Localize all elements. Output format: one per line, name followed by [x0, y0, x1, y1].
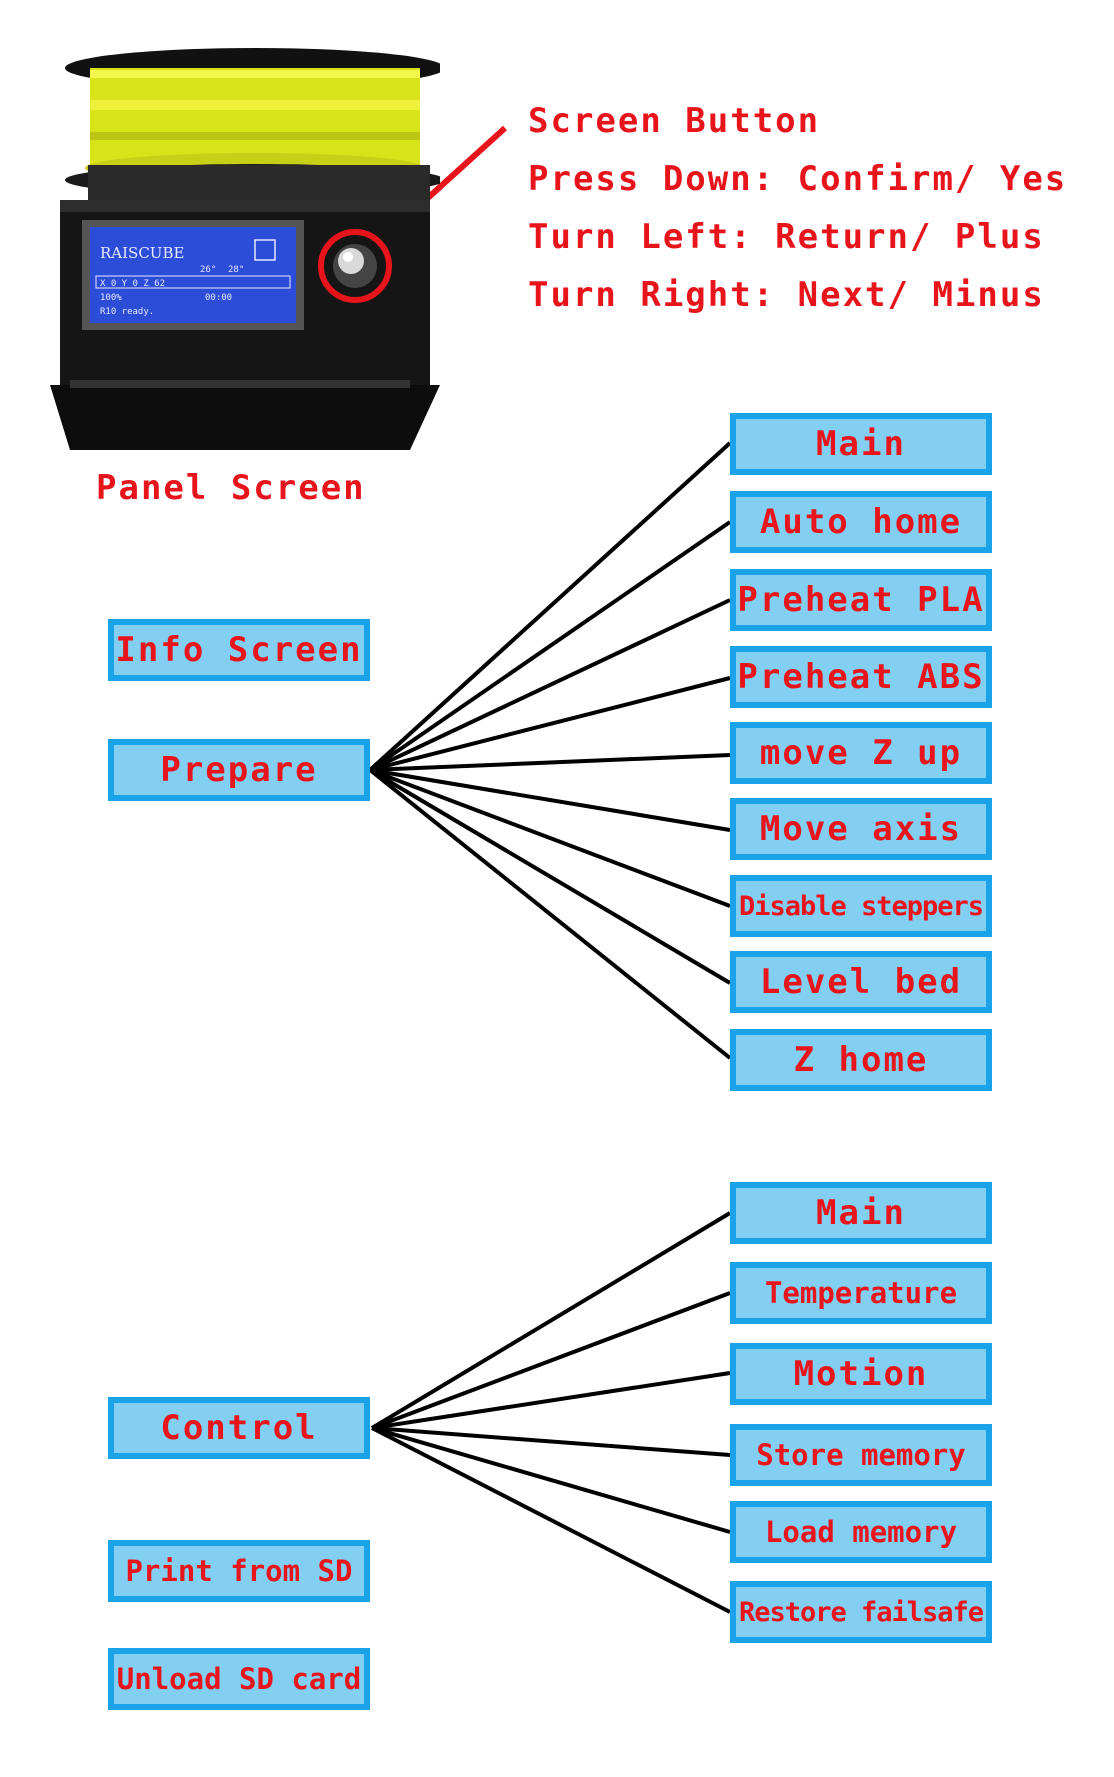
prepare-item-label: Move axis — [759, 809, 963, 849]
prepare-item: Disable steppers — [730, 875, 992, 937]
prepare-item-label: Auto home — [759, 502, 963, 542]
lcd-speed: 100% — [100, 293, 122, 303]
prepare-item: Z home — [730, 1029, 992, 1091]
red-circle — [318, 229, 392, 303]
prepare-item-label: Level bed — [759, 962, 963, 1002]
prepare-item: Move axis — [730, 798, 992, 860]
control-item: Temperature — [730, 1262, 992, 1324]
callout-right: Turn Right: Next/ Minus — [528, 275, 1045, 315]
control-item-label: Temperature — [764, 1276, 958, 1310]
callout-text: Screen Button Press Down: Confirm/ Yes T… — [528, 92, 1067, 324]
control-item-label: Restore failsafe — [738, 1596, 984, 1628]
prepare-item: Main — [730, 413, 992, 475]
control-item-label: Motion — [793, 1354, 929, 1394]
control-item: Motion — [730, 1343, 992, 1405]
control-connectors — [370, 1211, 732, 1614]
menu-info-screen: Info Screen — [108, 619, 370, 681]
prepare-item: move Z up — [730, 722, 992, 784]
prepare-item-label: move Z up — [759, 733, 963, 773]
menu-print-from-sd: Print from SD — [108, 1540, 370, 1602]
menu-unload-sd-card-label: Unload SD card — [116, 1662, 362, 1696]
control-item-label: Store memory — [756, 1438, 966, 1472]
callout-left: Turn Left: Return/ Plus — [528, 217, 1045, 257]
control-item: Main — [730, 1182, 992, 1244]
lcd-time: 00:00 — [205, 293, 232, 303]
callout-press: Press Down: Confirm/ Yes — [528, 159, 1068, 199]
prepare-item: Preheat PLA — [730, 569, 992, 631]
prepare-item-label: Z home — [793, 1040, 929, 1080]
control-item-label: Load memory — [764, 1515, 958, 1549]
menu-control-label: Control — [160, 1408, 318, 1448]
prepare-item: Auto home — [730, 491, 992, 553]
menu-info-screen-label: Info Screen — [115, 630, 363, 670]
callout-title: Screen Button — [528, 101, 821, 141]
lcd-status: R10 ready. — [100, 307, 154, 317]
lcd-brand: RAISCUBE — [100, 244, 184, 262]
prepare-item: Preheat ABS — [730, 646, 992, 708]
lcd-temp1: 26° — [200, 265, 216, 275]
menu-print-from-sd-label: Print from SD — [125, 1554, 353, 1588]
prepare-item-label: Disable steppers — [738, 890, 984, 922]
3d-printer-photo: RAISCUBE 26° 28° X 0 Y 0 Z 62 100% 00:00… — [50, 48, 440, 450]
prepare-item-label: Main — [816, 424, 906, 464]
panel-caption: Panel Screen — [96, 468, 366, 508]
menu-control: Control — [108, 1397, 370, 1459]
lcd-temp2: 28° — [228, 265, 244, 275]
menu-prepare-label: Prepare — [160, 750, 318, 790]
menu-unload-sd-card: Unload SD card — [108, 1648, 370, 1710]
lcd-screen — [90, 227, 296, 323]
prepare-item-label: Preheat ABS — [737, 657, 985, 697]
menu-prepare: Prepare — [108, 739, 370, 801]
control-item-label: Main — [816, 1193, 906, 1233]
prepare-item: Level bed — [730, 951, 992, 1013]
control-item: Restore failsafe — [730, 1581, 992, 1643]
prepare-item-label: Preheat PLA — [737, 580, 985, 620]
prepare-connectors — [368, 441, 732, 1060]
control-item: Store memory — [730, 1424, 992, 1486]
lcd-coords: X 0 Y 0 Z 62 — [100, 279, 165, 289]
control-item: Load memory — [730, 1501, 992, 1563]
